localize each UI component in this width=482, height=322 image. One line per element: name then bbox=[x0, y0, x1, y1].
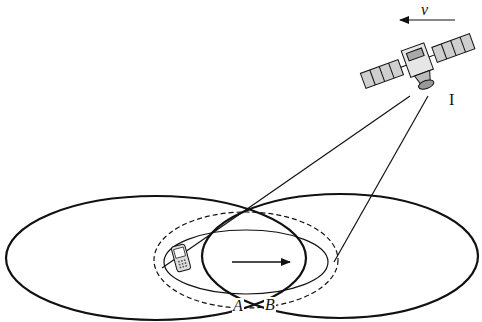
velocity-arrow bbox=[400, 19, 455, 20]
inner-ellipse bbox=[164, 230, 328, 294]
velocity-label: v bbox=[420, 2, 429, 18]
coverage-ellipse bbox=[6, 196, 306, 320]
phone-icon bbox=[171, 244, 191, 273]
motion-arrow bbox=[232, 261, 290, 262]
beam-line bbox=[334, 96, 428, 262]
satellite bbox=[358, 27, 482, 108]
beam-line bbox=[162, 96, 410, 268]
satellite-label: I bbox=[448, 92, 455, 108]
coverage-ellipse bbox=[202, 194, 478, 318]
point-label: B bbox=[264, 297, 276, 313]
point-label: A bbox=[232, 298, 244, 314]
dashed-ellipse bbox=[154, 212, 338, 308]
